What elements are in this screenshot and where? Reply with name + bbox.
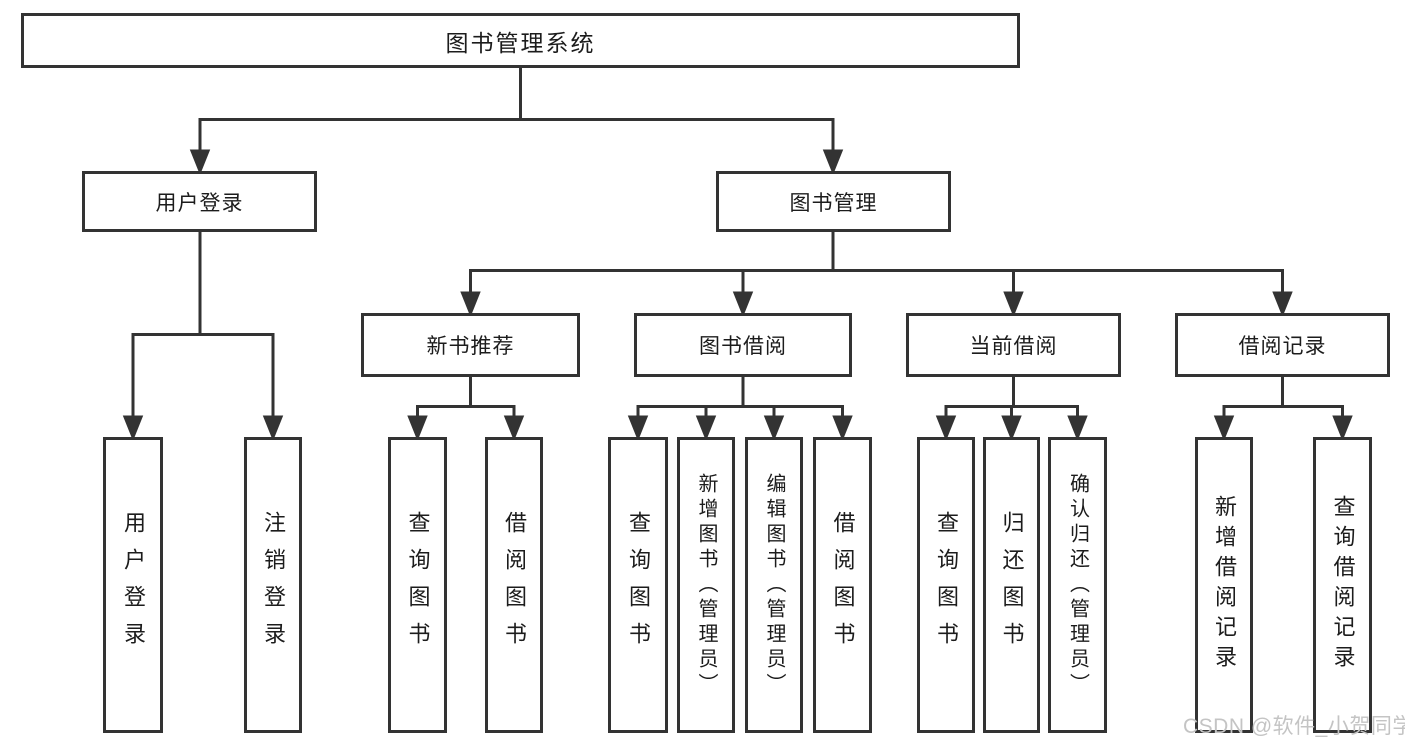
- node-leaf-query-borrow-record-label: 查询借阅记录: [1330, 495, 1356, 675]
- node-root-system: 图书管理系统: [21, 13, 1020, 68]
- node-leaf-query-books-current-label: 查询图书: [934, 511, 959, 659]
- node-leaf-borrow-books-label: 借阅图书: [830, 511, 856, 659]
- node-leaf-query-books-recommend-label: 查询图书: [405, 511, 431, 659]
- node-leaf-edit-books-admin-label: 编辑图书（管理员）: [763, 472, 785, 698]
- node-leaf-borrow-books-recommend-label: 借阅图书: [502, 511, 527, 659]
- node-current-borrowing: 当前借阅: [906, 313, 1121, 377]
- node-leaf-query-books-recommend: 查询图书: [388, 437, 447, 733]
- node-new-book-recommend: 新书推荐: [361, 313, 580, 377]
- node-leaf-borrow-books: 借阅图书: [813, 437, 872, 733]
- node-book-management: 图书管理: [716, 171, 951, 232]
- node-leaf-confirm-return-admin-label: 确认归还（管理员）: [1066, 472, 1089, 698]
- node-leaf-add-books-admin: 新增图书（管理员）: [677, 437, 735, 733]
- node-user-login-label: 用户登录: [155, 191, 244, 215]
- connector-book-borrow-to-leaves: [627, 377, 853, 442]
- node-leaf-query-books-borrow: 查询图书: [608, 437, 668, 733]
- node-user-login: 用户登录: [82, 171, 317, 232]
- node-leaf-borrow-books-recommend: 借阅图书: [485, 437, 543, 733]
- connector-cur-borrow-to-leaves: [935, 377, 1088, 442]
- connector-borrow-rec-to-leaves: [1213, 377, 1353, 442]
- node-leaf-return-books-label: 归还图书: [999, 511, 1025, 659]
- node-current-borrowing-label: 当前借阅: [969, 335, 1058, 358]
- connector-user-login-to-leaves: [122, 232, 284, 442]
- connector-root-to-level2: [189, 68, 844, 176]
- connector-new-book-to-leaves: [407, 377, 525, 442]
- node-leaf-logout-label: 注销登录: [261, 511, 286, 659]
- node-leaf-add-books-admin-label: 新增图书（管理员）: [695, 472, 717, 698]
- csdn-watermark: CSDN @软件_小贺同学: [1183, 715, 1405, 738]
- node-leaf-query-books-borrow-label: 查询图书: [626, 511, 651, 659]
- node-book-borrowing: 图书借阅: [634, 313, 852, 377]
- node-leaf-logout: 注销登录: [244, 437, 302, 733]
- node-leaf-return-books: 归还图书: [983, 437, 1040, 733]
- node-leaf-add-borrow-record: 新增借阅记录: [1195, 437, 1253, 733]
- node-leaf-user-login: 用户登录: [103, 437, 163, 733]
- node-book-borrowing-label: 图书借阅: [699, 335, 787, 358]
- connector-book-mgmt-to-level3: [460, 232, 1293, 318]
- node-leaf-edit-books-admin: 编辑图书（管理员）: [745, 437, 803, 733]
- node-leaf-query-borrow-record: 查询借阅记录: [1313, 437, 1372, 733]
- node-leaf-add-borrow-record-label: 新增借阅记录: [1212, 495, 1237, 675]
- node-leaf-confirm-return-admin: 确认归还（管理员）: [1048, 437, 1107, 733]
- node-root-label: 图书管理系统: [445, 29, 596, 56]
- node-leaf-query-books-current: 查询图书: [917, 437, 975, 733]
- node-new-book-recommend-label: 新书推荐: [426, 335, 515, 358]
- node-leaf-user-login-label: 用户登录: [121, 511, 146, 659]
- node-borrowing-records-label: 借阅记录: [1238, 335, 1327, 358]
- node-borrowing-records: 借阅记录: [1175, 313, 1390, 377]
- node-book-management-label: 图书管理: [789, 191, 878, 215]
